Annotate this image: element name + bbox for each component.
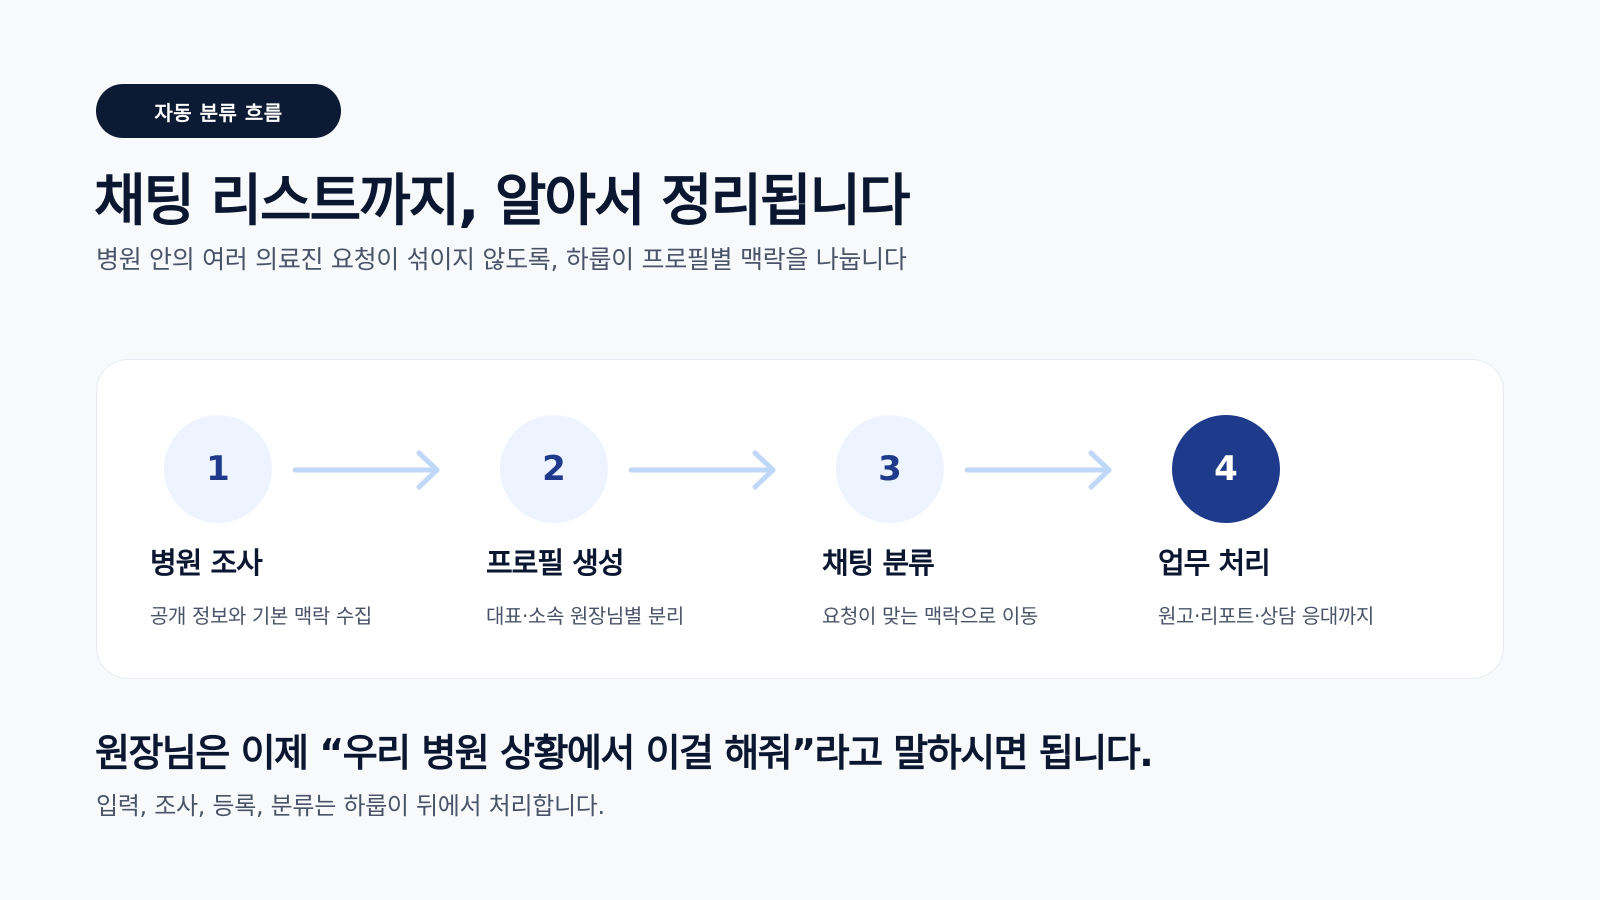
conclusion-note: 입력, 조사, 등록, 분류는 하룹이 뒤에서 처리합니다. [96,792,605,820]
arrow-right-icon [293,450,440,490]
step-description: 대표·소속 원장님별 분리 [486,604,684,628]
page-title: 채팅 리스트까지, 알아서 정리됩니다 [94,169,911,234]
flow-step-2: 2 프로필 생성 대표·소속 원장님별 분리 [486,360,806,678]
step-number-badge: 2 [500,415,608,523]
arrow-right-icon [629,450,776,490]
step-number-badge-active: 4 [1172,415,1280,523]
step-description: 원고·리포트·상담 응대까지 [1158,604,1374,628]
step-description: 요청이 맞는 맥락으로 이동 [822,604,1038,628]
step-title: 채팅 분류 [822,546,935,580]
flow-step-1: 1 병원 조사 공개 정보와 기본 맥락 수집 [150,360,470,678]
page-subtitle: 병원 안의 여러 의료진 요청이 섞이지 않도록, 하룹이 프로필별 맥락을 나… [96,245,907,274]
step-description: 공개 정보와 기본 맥락 수집 [150,604,372,628]
step-title: 병원 조사 [150,546,263,580]
step-number-badge: 3 [836,415,944,523]
conclusion-heading: 원장님은 이제 “우리 병원 상황에서 이걸 해줘”라고 말하시면 됩니다. [95,731,1154,775]
flow-step-3: 3 채팅 분류 요청이 맞는 맥락으로 이동 [822,360,1142,678]
section-badge: 자동 분류 흐름 [96,84,341,138]
flow-card: 1 병원 조사 공개 정보와 기본 맥락 수집 2 프로필 생성 대표·소속 원… [96,359,1504,679]
flow-step-4: 4 업무 처리 원고·리포트·상담 응대까지 [1158,360,1478,678]
step-title: 업무 처리 [1158,546,1271,580]
step-number-badge: 1 [164,415,272,523]
step-title: 프로필 생성 [486,546,624,580]
arrow-right-icon [965,450,1112,490]
